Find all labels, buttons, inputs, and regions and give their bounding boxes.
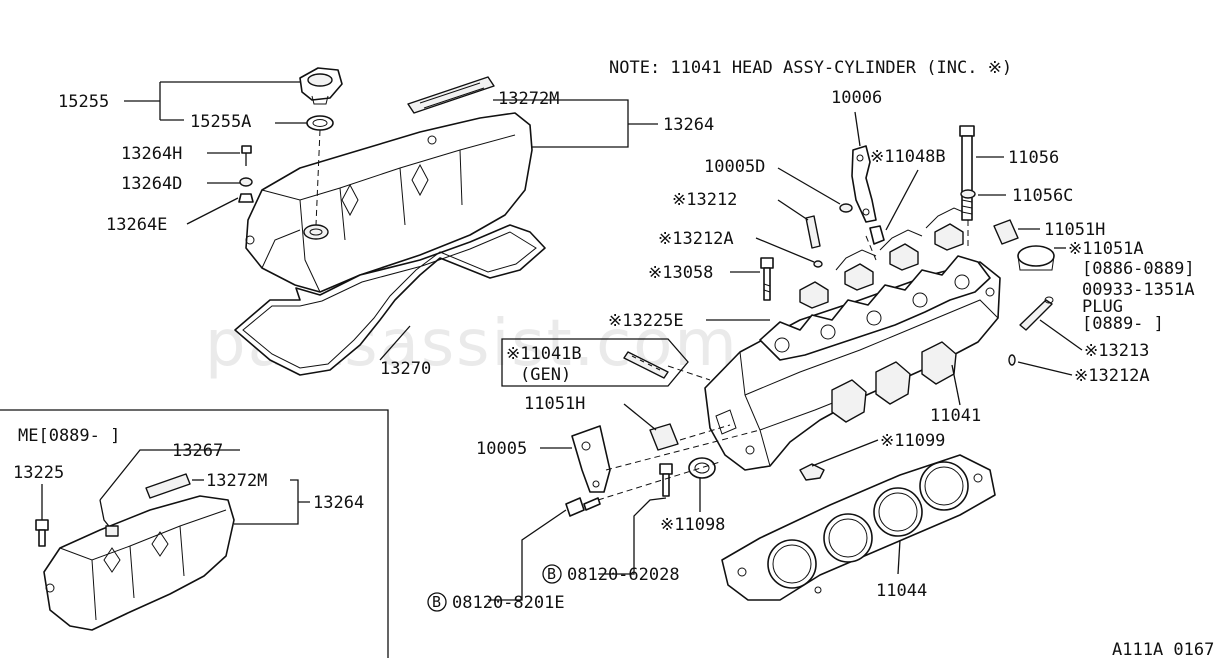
inset-bolt-13225[interactable]	[35, 519, 49, 547]
label-10005: 10005	[476, 439, 527, 459]
seal-11098[interactable]	[688, 457, 716, 479]
label-13212a-right: ※13212A	[1074, 366, 1150, 386]
label-11099: ※11099	[880, 431, 945, 451]
figure-code: A111A 0167	[1112, 640, 1214, 660]
inset-label-13264: 13264	[313, 493, 364, 513]
plug-11051a[interactable]	[1017, 245, 1055, 271]
label-13264h: 13264H	[121, 144, 182, 164]
label-range-0889: [0889- ]	[1082, 314, 1164, 334]
washer-11056c[interactable]	[960, 189, 976, 199]
rocker-cover[interactable]	[245, 112, 533, 293]
stud-11041b[interactable]	[623, 351, 669, 379]
decal-label-plate[interactable]	[407, 76, 495, 114]
inset-rocker-cover[interactable]	[43, 495, 235, 631]
label-13058: ※13058	[648, 263, 713, 283]
label-13272m: 13272M	[498, 89, 559, 109]
washer-13264d[interactable]	[239, 177, 253, 187]
cap-gasket[interactable]	[306, 115, 334, 131]
inset-title: ME[0889- ]	[18, 426, 120, 446]
label-13264e: 13264E	[106, 215, 167, 235]
label-13264d: 13264D	[121, 174, 182, 194]
valve-13213[interactable]	[1019, 296, 1054, 331]
grommet-13264e[interactable]	[238, 193, 254, 203]
label-13225e: ※13225E	[608, 311, 684, 331]
inset-label-13267: 13267	[172, 441, 223, 461]
ring-13212a-right[interactable]	[1008, 354, 1016, 366]
label-11051a: ※11051A	[1068, 239, 1144, 259]
note-text: NOTE: 11041 HEAD ASSY-CYLINDER (INC. ※)	[609, 58, 1012, 78]
part-11099[interactable]	[799, 463, 825, 481]
bolt-b-marker-1	[542, 564, 562, 584]
label-b-2: B	[432, 593, 441, 611]
valve-guide-13212[interactable]	[805, 215, 821, 249]
washer-10005d[interactable]	[839, 203, 853, 213]
inset-decal[interactable]	[145, 473, 191, 499]
label-15255a: 15255A	[190, 112, 251, 132]
label-11056: 11056	[1008, 148, 1059, 168]
label-13212a: ※13212A	[658, 229, 734, 249]
bolt-13264h[interactable]	[241, 145, 252, 166]
label-11048b: ※11048B	[870, 147, 946, 167]
cylinder-head[interactable]	[704, 207, 1001, 471]
head-gasket-11044[interactable]	[721, 454, 996, 601]
bracket-10006[interactable]	[851, 145, 877, 223]
label-13264: 13264	[663, 115, 714, 135]
label-08120-62028: 08120-62028	[567, 565, 680, 585]
callout-box-11041b	[501, 338, 689, 387]
label-gen: (GEN)	[520, 365, 571, 385]
oil-filler-cap[interactable]	[299, 67, 343, 105]
label-13213: ※13213	[1084, 341, 1149, 361]
seal-11051h-top[interactable]	[993, 219, 1019, 245]
bolt-08120-62028[interactable]	[659, 463, 673, 497]
bolt-11056[interactable]	[959, 125, 975, 221]
inset-label-13272m: 13272M	[206, 471, 267, 491]
label-b-1: B	[547, 565, 556, 583]
label-11041b: ※11041B	[506, 344, 582, 364]
label-13212: ※13212	[672, 190, 737, 210]
label-11056c: 11056C	[1012, 186, 1073, 206]
label-11098: ※11098	[660, 515, 725, 535]
seal-11051h-lower[interactable]	[649, 423, 679, 451]
label-13270: 13270	[380, 359, 431, 379]
label-15255: 15255	[58, 92, 109, 112]
ring-13212a[interactable]	[813, 260, 823, 268]
bolt-13058[interactable]	[760, 257, 774, 301]
part-11048b[interactable]	[869, 225, 885, 245]
label-11051h-top: 11051H	[1044, 220, 1105, 240]
label-08120-8201e: 08120-8201E	[452, 593, 565, 613]
label-11044: 11044	[876, 581, 927, 601]
label-range-0886-0889: [0886-0889]	[1082, 259, 1195, 279]
bolt-08120-8201e[interactable]	[565, 497, 601, 517]
label-11041: 11041	[930, 406, 981, 426]
label-00933-1351a: 00933-1351A	[1082, 280, 1195, 300]
inset-label-13225: 13225	[13, 463, 64, 483]
inset-me-variant: ME[0889- ] 13267 13225 13272M 13264	[0, 409, 389, 658]
label-10006: 10006	[831, 88, 882, 108]
bolt-b-marker-2	[427, 592, 447, 612]
label-plug: PLUG	[1082, 297, 1123, 317]
bracket-10005[interactable]	[571, 425, 611, 493]
label-11051h-lower: 11051H	[524, 394, 585, 414]
rocker-cover-gasket[interactable]	[234, 224, 546, 376]
label-10005d: 10005D	[704, 157, 765, 177]
